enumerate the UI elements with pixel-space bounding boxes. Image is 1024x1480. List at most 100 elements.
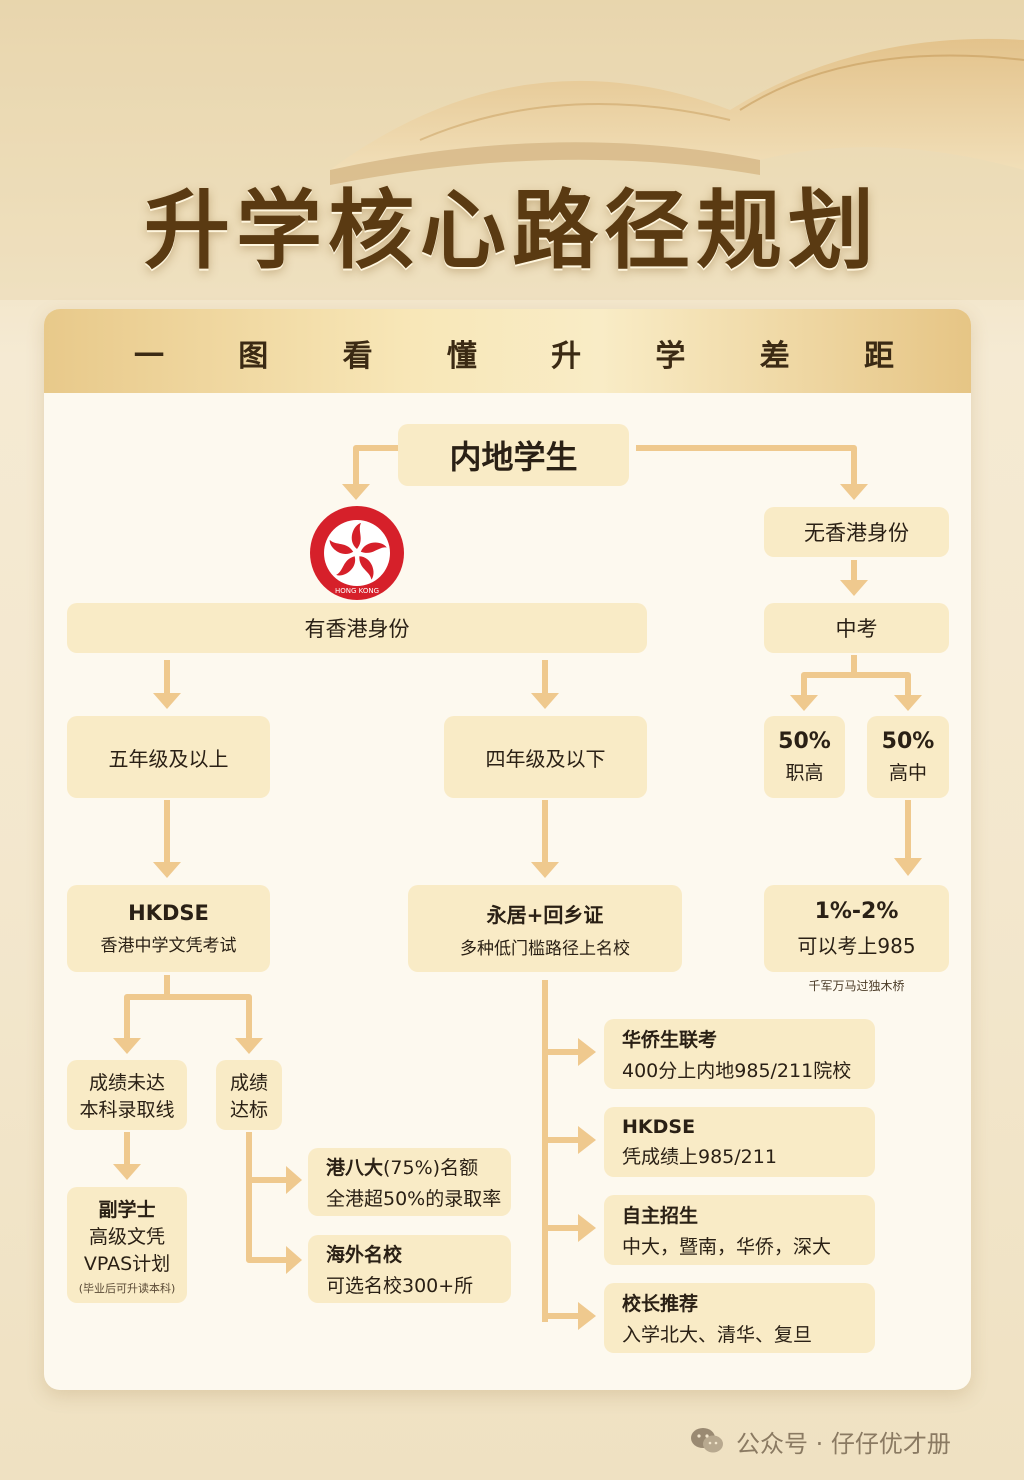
associate-degree-title: 副学士 [98,1198,156,1221]
no-hk-identity-node: 无香港身份 [764,507,949,557]
arrowhead [578,1126,596,1154]
hk-eight-title-suffix: (75%)名额 [383,1157,479,1179]
band-char: 距 [863,339,894,374]
score-pass-line1: 成绩 [229,1072,268,1094]
route-subtitle: 入学北大、清华、复旦 [622,1324,813,1346]
grade-four-below-node: 四年级及以下 [444,716,647,798]
subtitle-band: 一 图 看 懂 升 学 差 距 [44,309,971,393]
route-title: 自主招生 [622,1205,699,1227]
arrowhead [153,862,181,878]
arrowhead [286,1246,302,1274]
zhongkao-node: 中考 [764,603,949,653]
vocational-node: 50% 职高 [764,716,845,798]
wechat-icon [691,1428,723,1453]
arrowhead [790,695,818,711]
route-subtitle: 400分上内地985/211院校 [622,1060,852,1082]
hkdse-subtitle: 香港中学文凭考试 [100,936,237,956]
emblem-text: HONG KONG [335,587,379,595]
arrowhead [235,1038,263,1054]
overseas-subtitle: 可选名校300+所 [326,1275,474,1297]
band-char: 升 [551,339,582,374]
high-school-label: 高中 [888,762,927,784]
score-below-line2: 本科录取线 [79,1099,175,1121]
grade-five-plus-label: 五年级及以上 [108,746,229,771]
band-char: 差 [759,339,790,374]
route-node: 自主招生 中大，暨南，华侨，深大 [604,1195,875,1265]
arrowhead [840,580,868,596]
hk-eight-title-row: 港八大(75%)名额 [326,1153,478,1180]
route-node: 校长推荐 入学北大、清华、复旦 [604,1283,875,1353]
subtitle-band-text: 一 图 看 懂 升 学 差 距 [134,331,894,375]
high-school-percent: 50% [881,729,935,754]
arrowhead [578,1214,596,1242]
band-char: 一 [134,339,164,374]
band-char: 看 [342,339,373,374]
result-subtitle: 可以考上985 [797,933,916,958]
score-below-line1: 成绩未达 [88,1072,165,1094]
route-subtitle: 中大，暨南，华侨，深大 [622,1236,832,1258]
book-background-image [0,0,1024,300]
overseas-title: 海外名校 [326,1244,403,1266]
associate-degree-line1: 高级文凭 [88,1225,165,1248]
zhongkao-label: 中考 [835,617,878,641]
arrowhead [894,695,922,711]
score-below-node: 成绩未达 本科录取线 [67,1060,187,1130]
overseas-universities-node: 海外名校 可选名校300+所 [308,1235,511,1303]
band-char: 图 [238,339,269,374]
route-subtitle: 凭成绩上985/211 [622,1145,777,1168]
permanent-residence-subtitle: 多种低门槛路径上名校 [460,938,630,959]
score-pass-node: 成绩 达标 [216,1060,282,1130]
result-note: 千军万马过独木桥 [808,979,905,993]
associate-degree-note: (毕业后可升读本科) [78,1281,176,1295]
route-title: 华侨生联考 [622,1029,718,1051]
hk-eight-title: 港八大 [326,1157,384,1179]
arrowhead [286,1166,302,1194]
arrowhead [113,1164,141,1180]
footer-account-name: 公众号 · 仔仔优才册 [736,1429,951,1458]
grade-five-plus-node: 五年级及以上 [67,716,270,798]
arrowhead [531,862,559,878]
associate-degree-line2: VPAS计划 [83,1252,171,1275]
result-percent: 1%-2% [814,898,899,924]
arrowhead [531,693,559,709]
root-node-mainland-students: 内地学生 [398,424,629,486]
arrowhead [342,484,370,500]
associate-degree-node: 副学士 高级文凭 VPAS计划 (毕业后可升读本科) [67,1187,187,1303]
page-title: 升学核心路径规划 [144,181,880,281]
arrowhead [113,1038,141,1054]
hk-eight-subtitle: 全港超50%的录取率 [326,1188,502,1210]
connector [124,975,170,1040]
route-title: 校长推荐 [622,1293,699,1315]
connector [801,655,857,697]
high-school-node: 50% 高中 [867,716,949,798]
arrowhead [840,484,868,500]
connector [854,672,911,697]
arrowhead [894,858,922,876]
band-char: 学 [655,339,686,374]
score-pass-line2: 达标 [229,1099,268,1121]
footer: 公众号 · 仔仔优才册 [690,1423,1010,1459]
band-char: 懂 [446,339,477,374]
connector [636,445,857,486]
hk-eight-universities-node: 港八大(75%)名额 全港超50%的录取率 [308,1148,511,1216]
route-title: HKDSE [622,1115,696,1138]
route-node: HKDSE 凭成绩上985/211 [604,1107,875,1177]
result-node: 1%-2% 可以考上985 [764,885,949,972]
connector [246,1132,288,1263]
has-hk-identity-label: 有香港身份 [304,617,410,641]
arrowhead [153,693,181,709]
vocational-percent: 50% [778,729,831,754]
grade-four-below-label: 四年级及以下 [485,746,606,771]
arrowhead [578,1038,596,1066]
no-hk-identity-label: 无香港身份 [804,521,909,545]
hk-emblem-icon: HONG KONG [308,504,406,602]
vocational-label: 职高 [785,762,824,784]
route-node: 华侨生联考 400分上内地985/211院校 [604,1019,875,1089]
hkdse-node: HKDSE 香港中学文凭考试 [67,885,270,972]
connector [167,994,252,1040]
permanent-residence-title: 永居+回乡证 [486,902,604,927]
root-label: 内地学生 [449,438,578,476]
arrowhead [578,1302,596,1330]
has-hk-identity-node: 有香港身份 [67,603,647,653]
